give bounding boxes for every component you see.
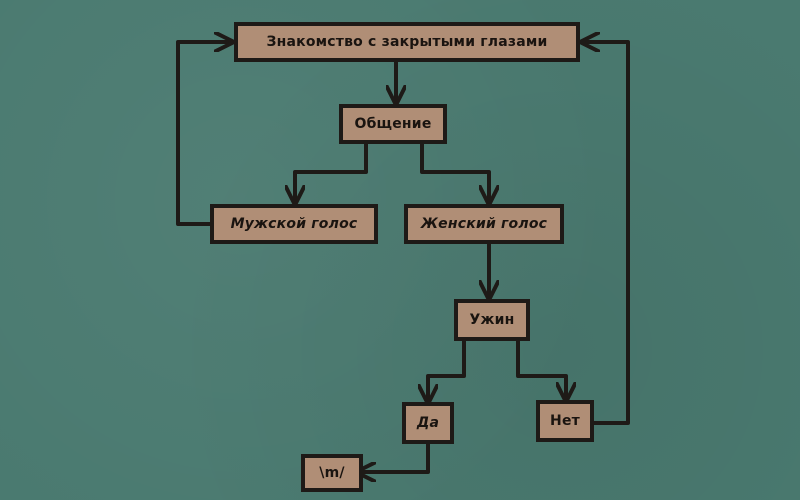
node-intro: Знакомство с закрытыми глазами xyxy=(234,22,580,62)
node-yes: Да xyxy=(402,402,454,444)
edge-no-to-intro xyxy=(584,42,630,425)
node-dinner: Ужин xyxy=(454,299,530,341)
node-female-voice: Женский голос xyxy=(404,204,564,244)
edge-chat-to-male xyxy=(295,140,368,201)
edge-dinner-to-no xyxy=(516,338,566,398)
node-no: Нет xyxy=(536,400,594,442)
edge-dinner-to-yes xyxy=(428,338,466,400)
node-chat: Общение xyxy=(339,104,447,144)
node-result: \m/ xyxy=(301,454,363,492)
edge-male-to-intro xyxy=(176,42,230,226)
node-male-voice: Мужской голос xyxy=(210,204,378,244)
edge-chat-to-female xyxy=(420,140,489,201)
edge-yes-to-result xyxy=(360,440,430,472)
